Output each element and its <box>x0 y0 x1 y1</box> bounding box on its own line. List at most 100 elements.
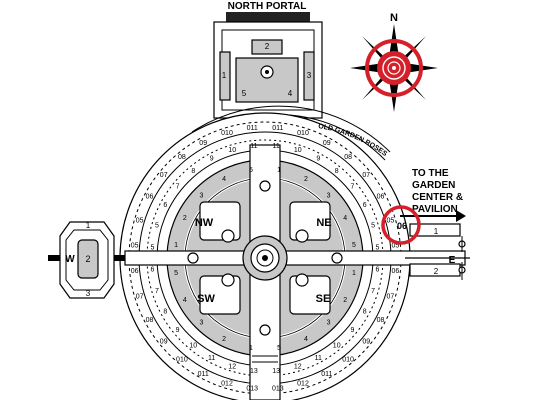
bed-label: 8 <box>163 309 167 316</box>
west-top-number: 1 <box>86 221 91 230</box>
quadrant-label-se: SE <box>316 293 331 305</box>
direction-line-1: TO THE <box>412 168 449 179</box>
quadrant-bed-number: 2 <box>343 297 347 304</box>
bed-label: 9 <box>350 327 354 334</box>
quadrant-bed-number: 1 <box>249 345 253 352</box>
bed-label: 08 <box>377 317 385 324</box>
quadrant-bed-number: 5 <box>277 345 281 352</box>
quadrant-bed-number: 2 <box>183 215 187 222</box>
portal-bed-label-right: 3 <box>307 71 312 80</box>
bed-label: 08 <box>178 154 186 161</box>
bed-label: 08 <box>344 154 352 161</box>
portal-bed-center <box>235 57 299 103</box>
portal-fountain-center <box>265 70 269 74</box>
bed-label: 07 <box>136 293 144 300</box>
bed-label: 9 <box>176 327 180 334</box>
bed-label: 7 <box>155 288 159 295</box>
quadrant-bed-number: 2 <box>222 336 226 343</box>
bed-label: 05 <box>131 243 139 250</box>
bed-label: 05 <box>136 217 144 224</box>
east-label: E <box>449 255 456 266</box>
bed-label: 010 <box>297 130 309 137</box>
bed-label: 010 <box>342 357 354 364</box>
bed-label: 8 <box>363 309 367 316</box>
bed-label: 13 <box>250 368 258 375</box>
bed-label: 012 <box>297 381 309 388</box>
west-bottom-number: 3 <box>86 289 91 298</box>
west-garden[interactable] <box>48 221 125 299</box>
bed-label: 13 <box>272 368 280 375</box>
bed-label: 011 <box>198 371 209 378</box>
bed-label: 013 <box>272 386 284 393</box>
bed-label: 5 <box>155 223 159 230</box>
bed-label: 9 <box>210 156 214 163</box>
quadrant-label-sw: SW <box>197 293 215 305</box>
bed-label: 011 <box>247 125 258 132</box>
portal-bed-label-inner-right: 4 <box>288 89 293 98</box>
quadrant-bed-number: 5 <box>352 242 356 249</box>
compass-north-label: N <box>390 12 398 24</box>
portal-bed-right <box>303 51 315 101</box>
highlight-circle[interactable] <box>381 205 421 245</box>
bed-label: 6 <box>363 202 367 209</box>
highlight-bed-label: 06 <box>397 221 407 231</box>
bed-label: 10 <box>333 343 341 350</box>
portal-bed-label-left: 1 <box>222 71 227 80</box>
bed-label: 5 <box>376 244 380 251</box>
bed-label: 7 <box>350 184 354 191</box>
quadrant-bed-number: 5 <box>249 167 253 174</box>
west-bed <box>77 239 99 279</box>
quadrant-bed-number: 1 <box>277 167 281 174</box>
arrow-right-icon <box>400 210 466 222</box>
bed-label: 7 <box>176 184 180 191</box>
bed-label: 10 <box>228 147 236 154</box>
bed-label: 06 <box>392 268 400 275</box>
quadrant-bed-number: 4 <box>343 215 347 222</box>
quadrant-label-ne: NE <box>316 217 331 229</box>
bed-label: 6 <box>376 266 380 273</box>
bed-label: 5 <box>151 244 155 251</box>
bed-label: 11 <box>250 143 257 150</box>
quadrant-beds <box>187 180 343 336</box>
portal-bed-top <box>251 39 283 55</box>
east-entry[interactable] <box>405 223 470 280</box>
bed-label: 06 <box>131 268 139 275</box>
bed-label: 08 <box>146 317 154 324</box>
bed-label: 11 <box>272 143 279 150</box>
bed-label: 011 <box>321 371 332 378</box>
quadrant-bed-number: 3 <box>327 320 331 327</box>
bed-label: 11 <box>208 355 215 362</box>
west-bed-number: 2 <box>85 254 90 264</box>
bed-label: 6 <box>151 266 155 273</box>
bed-label: 06 <box>377 194 385 201</box>
old-garden-roses-band-outer <box>191 105 391 153</box>
portal-bed-label-inner-left: 5 <box>242 89 247 98</box>
portal-title: NORTH PORTAL <box>228 1 307 12</box>
portal-gate-bar <box>226 12 310 24</box>
bed-label: 012 <box>221 381 233 388</box>
bed-label: 6 <box>163 202 167 209</box>
portal-bed-label-top: 2 <box>265 42 270 51</box>
north-portal[interactable]: 2 1 3 5 4 <box>213 12 323 119</box>
bed-label: 10 <box>189 343 197 350</box>
bed-label: 07 <box>362 172 370 179</box>
bed-label: 10 <box>294 147 302 154</box>
bed-label: 010 <box>176 357 188 364</box>
bed-label: 09 <box>323 140 331 147</box>
quadrant-bed-number: 3 <box>327 192 331 199</box>
direction-line-4: PAVILION <box>412 204 458 215</box>
east-path-label-2: 2 <box>434 267 439 276</box>
direction-line-3: CENTER & <box>412 192 463 203</box>
quadrant-bed-number: 3 <box>199 192 203 199</box>
south-steps <box>252 355 278 363</box>
east-path-label-1: 1 <box>434 227 439 236</box>
bed-label: 06 <box>146 194 154 201</box>
east-path-1 <box>409 223 461 237</box>
bed-label: 05 <box>387 217 395 224</box>
bed-label: 8 <box>191 168 195 175</box>
bed-label: 09 <box>362 338 370 345</box>
outer-ring-bed-labels: 011 010 09 08 07 06 05 05 06 07 08 09 010 011 012 013 01… <box>131 125 400 393</box>
bed-label: 7 <box>371 288 375 295</box>
